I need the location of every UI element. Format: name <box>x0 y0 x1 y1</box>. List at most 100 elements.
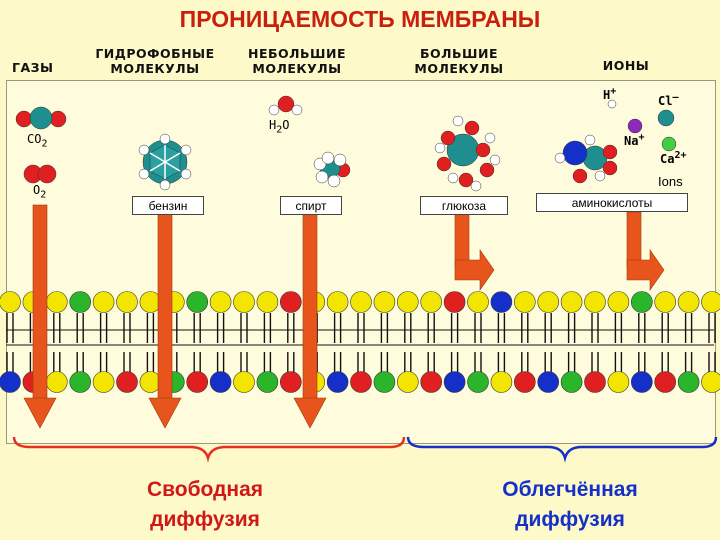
h-ion <box>607 99 617 109</box>
co2-molecule <box>15 106 67 130</box>
lipid-head-bottom <box>584 371 606 393</box>
lipid-head-bottom <box>279 371 302 393</box>
h-ion-charge: + <box>610 86 617 97</box>
category-large: БОЛЬШИЕ МОЛЕКУЛЫ <box>394 46 524 76</box>
na-ion-text: Na <box>624 134 639 148</box>
lipid-head-top <box>256 291 279 313</box>
lipid-head-top <box>490 291 513 313</box>
o2-text: O <box>33 183 41 197</box>
lipid-head-top <box>279 291 302 313</box>
lipid-head-top <box>630 291 653 313</box>
ions-group <box>607 99 677 152</box>
lipid-head-top <box>584 291 606 313</box>
h-ion-text: H <box>603 88 611 102</box>
category-ions: ИОНЫ <box>596 58 656 73</box>
ca-ion-text: Ca <box>660 152 675 166</box>
benzene-molecule <box>138 133 192 191</box>
lipid-head-top <box>69 291 91 313</box>
glucose-label: глюкоза <box>420 196 508 215</box>
facilitated-diffusion-line2: диффузия <box>515 508 625 531</box>
lipid-head-top <box>45 291 68 313</box>
category-large-line1: БОЛЬШИЕ <box>419 46 498 61</box>
free-diffusion-line1: Свободная <box>146 478 264 501</box>
lipid-head-bottom <box>186 371 208 393</box>
lipid-head-top <box>467 291 489 313</box>
lipid-head-top <box>677 291 700 313</box>
lipid-head-top <box>537 291 560 313</box>
category-hydrophobic-line2: МОЛЕКУЛЫ <box>110 61 200 76</box>
benzene-label: бензин <box>132 196 204 215</box>
category-small-line2: МОЛЕКУЛЫ <box>252 61 342 76</box>
lipid-head-top <box>654 291 677 313</box>
cl-ion-text: Cl <box>658 94 673 108</box>
arrow-glucose-blocked <box>454 211 495 291</box>
o2-subscript: 2 <box>40 189 47 201</box>
h2o-h: H <box>269 118 277 132</box>
lipid-head-top <box>233 291 255 313</box>
lipid-head-top <box>560 291 583 313</box>
lipid-head-bottom <box>116 371 138 393</box>
ca-ion-label: Ca2+ <box>660 150 687 166</box>
facilitated-diffusion-caption: Облегчённая диффузия <box>450 475 690 535</box>
lipid-head-bottom <box>233 371 255 393</box>
lipid-head-bottom <box>467 371 489 393</box>
lipid-head-bottom <box>537 371 560 393</box>
lipid-head-bottom <box>560 371 583 393</box>
category-small-line1: НЕБОЛЬШИЕ <box>247 46 346 61</box>
co2-subscript: 2 <box>41 138 48 150</box>
o2-formula: O2 <box>33 183 46 200</box>
na-ion-label: Na+ <box>624 132 644 148</box>
lipid-head-bottom <box>326 371 349 393</box>
facilitated-diffusion-line1: Облегчённая <box>502 478 638 501</box>
lipid-head-top <box>443 291 466 313</box>
lipid-head-top <box>396 291 419 313</box>
alcohol-molecule <box>313 151 351 188</box>
free-diffusion-bracket <box>12 436 406 463</box>
category-hydrophobic-line1: ГИДРОФОБНЫЕ <box>95 46 215 61</box>
lipid-head-bottom <box>209 371 232 393</box>
lipid-head-bottom <box>45 371 68 393</box>
lipid-head-bottom <box>420 371 443 393</box>
lipid-head-bottom <box>630 371 653 393</box>
lipid-head-bottom <box>396 371 419 393</box>
lipid-bilayer <box>0 291 720 393</box>
na-ion-charge: + <box>638 132 645 143</box>
lipid-head-bottom <box>0 371 21 393</box>
na-ion <box>627 118 643 134</box>
lipid-head-bottom <box>677 371 700 393</box>
lipid-head-top <box>350 291 372 313</box>
lipid-head-bottom <box>443 371 466 393</box>
lipid-head-top <box>92 291 115 313</box>
lipid-head-bottom <box>373 371 396 393</box>
free-diffusion-arrows <box>23 204 327 429</box>
lipid-head-top <box>513 291 536 313</box>
lipid-head-top <box>373 291 396 313</box>
h2o-o: O <box>282 118 290 132</box>
lipid-head-top <box>116 291 138 313</box>
lipid-head-bottom <box>69 371 91 393</box>
arrow-amino-blocked <box>626 211 665 291</box>
glucose-molecule <box>434 115 501 192</box>
category-ions-label: ИОНЫ <box>602 58 650 73</box>
free-diffusion-line2: диффузия <box>150 508 260 531</box>
lipid-head-bottom <box>92 371 115 393</box>
category-large-line2: МОЛЕКУЛЫ <box>414 61 504 76</box>
cl-ion <box>657 109 675 127</box>
o2-molecule <box>23 164 57 184</box>
alcohol-label: спирт <box>280 196 342 215</box>
free-diffusion-caption: Свободная диффузия <box>90 475 320 535</box>
ca-ion-charge: 2+ <box>674 150 687 161</box>
water-molecule <box>268 95 303 116</box>
lipid-head-top <box>209 291 232 313</box>
amino-acid-molecule <box>554 134 618 184</box>
lipid-head-top <box>0 291 21 313</box>
category-hydrophobic: ГИДРОФОБНЫЕ МОЛЕКУЛЫ <box>80 46 230 76</box>
page-title: ПРОНИЦАЕМОСТЬ МЕМБРАНЫ <box>179 6 541 32</box>
category-small: НЕБОЛЬШИЕ МОЛЕКУЛЫ <box>232 46 362 76</box>
cl-ion-label: Cl— <box>658 92 678 108</box>
lipid-head-top <box>186 291 208 313</box>
lipid-head-bottom <box>350 371 372 393</box>
amino-acids-label: аминокислоты <box>536 193 688 212</box>
h2o-formula: H2O <box>269 118 290 135</box>
h2o-subscript: 2 <box>276 124 283 136</box>
